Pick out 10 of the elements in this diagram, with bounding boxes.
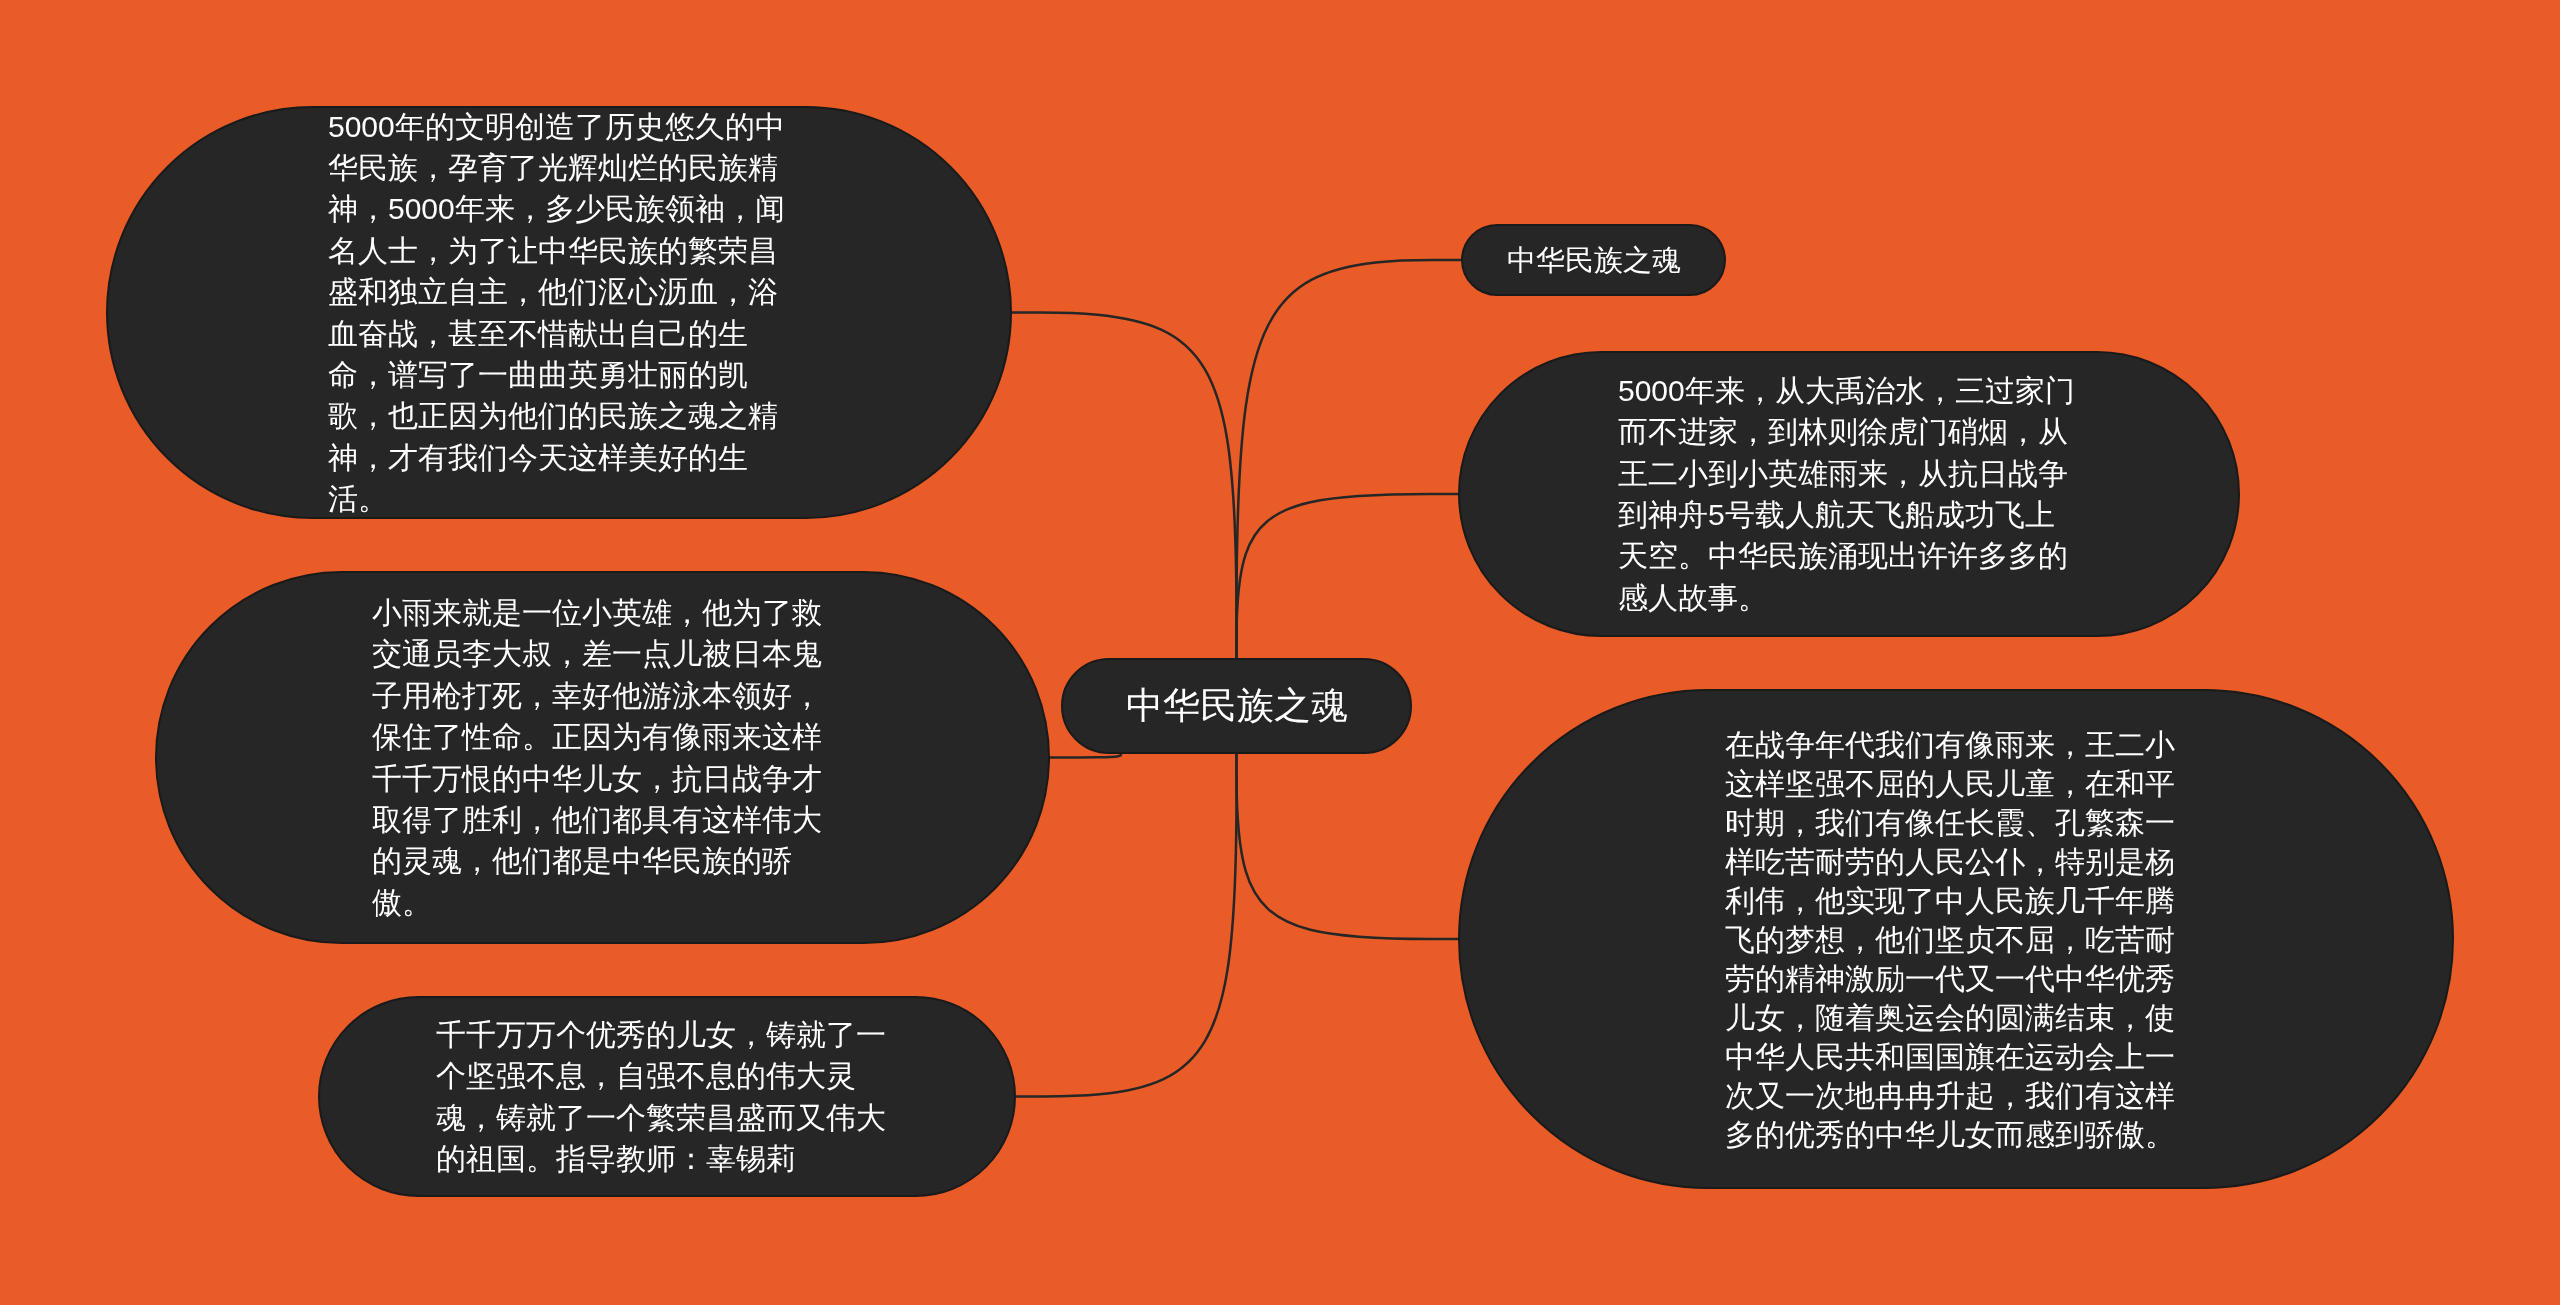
topic-text: 中华民族之魂 (1125, 684, 1348, 729)
topic-text: 在战争年代我们有像雨来，王二小这样坚强不屈的人民儿童，在和平时期，我们有像任长霞、孔繁森一样吃苦耐劳的人民公仆，特别是杨利伟，他实现了中人民族几千年腾飞的梦想，他们坚贞不屈，吃苦耐劳的精神激励一代又一代中华优秀儿女，随着奥运会的圆满结束，使中华人民共和国国旗在运动会上一次又一次地冉冉升起，我们有这样多的优秀的中华儿女而感到骄傲。 (1725, 726, 2176, 1153)
connector-line (1235, 754, 1458, 941)
topic-text: 千千万万个优秀的儿女，铸就了一个坚强不息，自强不息的伟大灵魂，铸就了一个繁荣昌盛而又伟大的祖国。指导教师：辜锡莉 (436, 1016, 887, 1177)
topic-text: 5000年的文明创造了历史悠久的中华民族，孕育了光辉灿烂的民族精神，5000年来，多少民族领袖，闻名人士，为了让中华民族的繁荣昌盛和独立自主，他们沤心沥血，浴血奋战，甚至不惜献出自己的生命，谱写了一曲曲英勇壮丽的凯歌，也正因为他们的民族之魂之精神，才有我们今天这样美好的生活。 (328, 108, 786, 518)
connector-line (1235, 492, 1458, 658)
topic-text: 5000年来，从大禹治水，三过家门而不进家，到林则徐虎门硝烟，从王二小到小英雄雨来，从抗日战争到神舟5号载人航天飞船成功飞上天空。中华民族涌现出许许多多的感人故事。 (1618, 372, 2076, 616)
topic-text: 小雨来就是一位小英雄，他为了救交通员李大叔，差一点儿被日本鬼子用枪打死，幸好他游泳本领好，保住了性命。正因为有像雨来这样千千万恨的中华儿女，抗日战争才取得了胜利，他们都具有这样伟大的灵魂，他们都是中华民族的骄傲。 (371, 594, 823, 921)
connector-line (1050, 753, 1123, 759)
topic-text: 中华民族之魂 (1506, 243, 1681, 278)
